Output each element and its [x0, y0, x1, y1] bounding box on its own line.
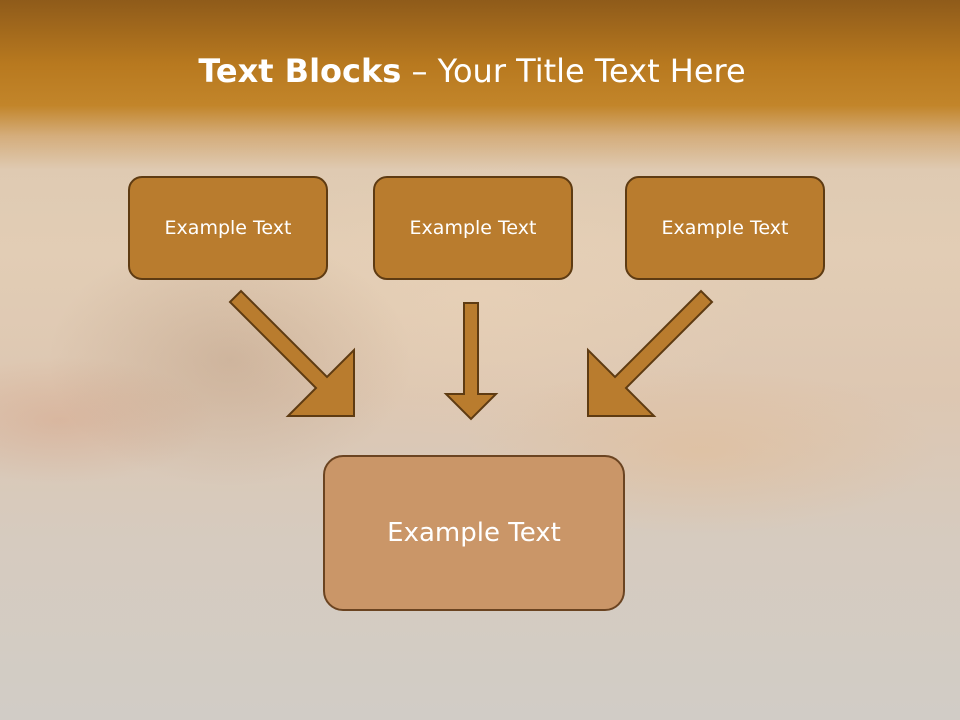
title-band — [0, 0, 960, 170]
arrow-down-icon — [443, 302, 499, 421]
text-block-right[interactable]: Example Text — [625, 176, 825, 280]
text-block-center-label: Example Text — [409, 217, 537, 239]
text-block-result[interactable]: Example Text — [323, 455, 625, 611]
text-block-left-label: Example Text — [164, 217, 292, 239]
slide-title: Text Blocks – Your Title Text Here — [0, 52, 944, 90]
arrow-down-left-icon — [587, 289, 714, 417]
slide-title-rest: – Your Title Text Here — [401, 52, 746, 90]
text-block-right-label: Example Text — [661, 217, 789, 239]
text-block-center[interactable]: Example Text — [373, 176, 573, 280]
arrow-down-right-icon — [228, 289, 355, 417]
text-block-result-label: Example Text — [387, 518, 561, 548]
slide-title-strong: Text Blocks — [198, 52, 402, 90]
text-block-left[interactable]: Example Text — [128, 176, 328, 280]
